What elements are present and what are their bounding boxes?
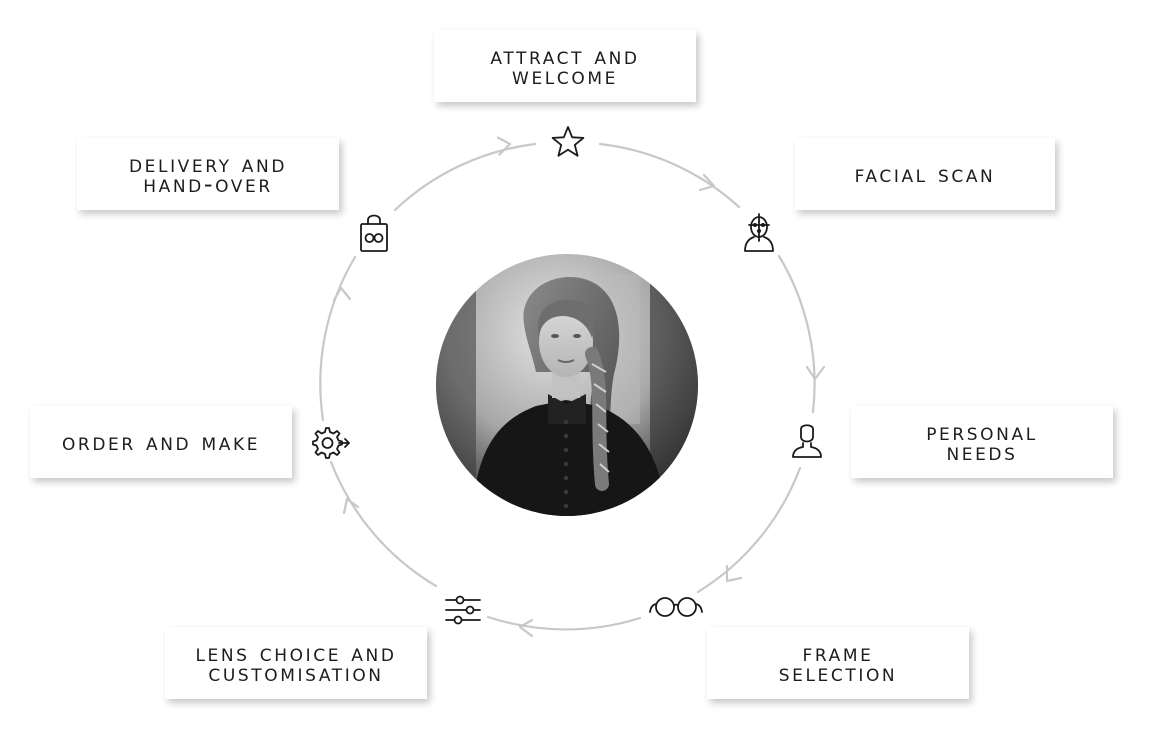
arrowhead-7 bbox=[332, 286, 352, 302]
sliders-icon bbox=[445, 595, 481, 625]
ring-arc-lens-to-order bbox=[329, 460, 438, 588]
ring-arc-attract-to-scan bbox=[598, 142, 741, 209]
step-label-lens-choice: Lens choice and customisation bbox=[195, 639, 397, 687]
arrowhead-2 bbox=[698, 173, 716, 192]
gear-arrow-icon bbox=[312, 427, 350, 459]
person-icon bbox=[792, 424, 822, 458]
ring-arc-scan-to-needs bbox=[777, 254, 816, 414]
cycle-arrowheads bbox=[332, 136, 826, 638]
cycle-ring bbox=[319, 142, 816, 631]
arrowhead-4 bbox=[725, 564, 743, 583]
ring-arc-delivery-to-attract bbox=[393, 142, 537, 212]
glasses-icon bbox=[649, 597, 703, 617]
step-label-personal-needs: Personal needs bbox=[926, 418, 1038, 466]
arrowhead-6 bbox=[342, 497, 360, 515]
step-card-personal-needs: Personal needs bbox=[851, 406, 1113, 478]
ring-arc-order-to-delivery bbox=[319, 255, 357, 422]
step-card-lens-choice: Lens choice and customisation bbox=[165, 627, 427, 699]
step-card-facial-scan: Facial scan bbox=[795, 138, 1055, 210]
arrowhead-5 bbox=[518, 618, 534, 638]
step-label-attract: Attract and welcome bbox=[490, 42, 640, 90]
ring-arc-frame-to-lens bbox=[486, 615, 642, 631]
shopping-bag-glasses-icon bbox=[360, 214, 388, 252]
step-card-attract: Attract and welcome bbox=[434, 30, 696, 102]
step-label-frame-selection: Frame selection bbox=[778, 639, 898, 687]
ring-arc-needs-to-frame bbox=[696, 466, 802, 594]
star-icon bbox=[551, 126, 585, 157]
arrowhead-3 bbox=[805, 365, 826, 381]
step-card-frame-selection: Frame selection bbox=[707, 627, 969, 699]
step-label-facial-scan: Facial scan bbox=[854, 160, 996, 188]
step-card-order-make: Order and make bbox=[30, 406, 292, 478]
step-card-delivery: Delivery and hand-over bbox=[77, 138, 339, 210]
step-label-delivery: Delivery and hand-over bbox=[128, 150, 288, 198]
face-scan-icon bbox=[744, 213, 774, 252]
arrowhead-1 bbox=[496, 136, 512, 156]
portrait-photo bbox=[436, 254, 698, 516]
step-label-order-make: Order and make bbox=[61, 428, 261, 456]
portrait-image bbox=[436, 254, 698, 516]
